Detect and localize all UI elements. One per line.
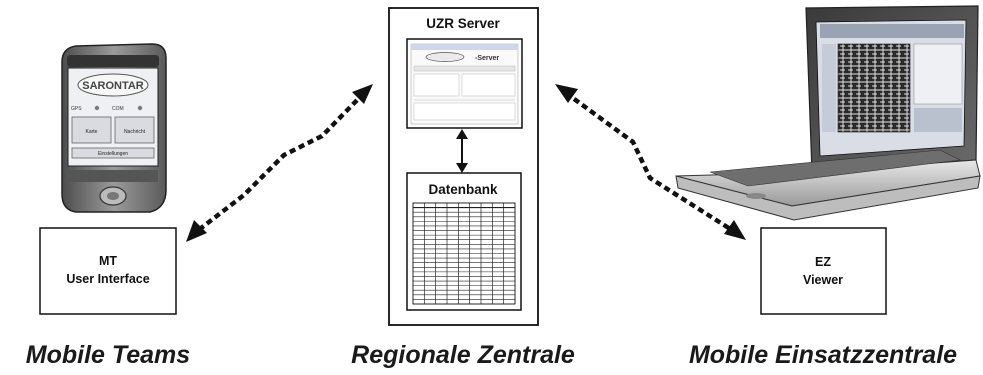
laptop-touchpad bbox=[746, 193, 766, 199]
server-screen-panel-left bbox=[413, 73, 460, 97]
pda-key-row bbox=[68, 170, 158, 182]
laptop-keyboard bbox=[709, 149, 962, 187]
server-db-arrow-up bbox=[456, 129, 468, 139]
server-title: UZR Server bbox=[426, 16, 500, 31]
laptop-map-view bbox=[837, 43, 911, 133]
connector-right-line bbox=[564, 91, 737, 234]
connector-left-head-bottom bbox=[186, 220, 207, 242]
pda-button-map-label: Karte bbox=[86, 129, 98, 135]
server-screen-toolbar bbox=[413, 65, 516, 72]
section-label-mobile-einsatzzentrale: Mobile Einsatzzentrale bbox=[689, 341, 957, 369]
section-label-mobile-teams: Mobile Teams bbox=[26, 341, 190, 369]
ez-box-line2: Viewer bbox=[803, 273, 843, 287]
ez-box-line1: EZ bbox=[815, 255, 831, 269]
connector-right-head-top bbox=[555, 84, 578, 103]
pda-button-message[interactable] bbox=[114, 116, 155, 144]
laptop-base-edge bbox=[675, 175, 981, 221]
database-grid bbox=[412, 202, 516, 305]
ez-box-frame bbox=[760, 227, 887, 315]
connector-left-line bbox=[194, 91, 366, 234]
server-screen-content bbox=[413, 102, 516, 121]
pda-device: SARONTAR GPS COM Karte Nachricht Einstel… bbox=[61, 43, 167, 213]
connector-right bbox=[555, 84, 746, 240]
laptop-info-panel bbox=[914, 108, 962, 132]
pda-button-settings-label: Einstellungen bbox=[98, 151, 128, 157]
mt-box: MT User Interface bbox=[39, 227, 177, 315]
pda-button-map[interactable] bbox=[71, 116, 112, 144]
pda-button-message-label: Nachricht bbox=[124, 129, 146, 135]
server-screen-panel-right bbox=[461, 73, 516, 97]
pda-nav-center bbox=[107, 192, 119, 200]
connector-right-head-bottom bbox=[724, 220, 746, 240]
mt-box-line1: MT bbox=[99, 254, 117, 268]
pda-status-led-left bbox=[94, 105, 100, 111]
connector-left-head-top bbox=[352, 84, 373, 104]
database-title: Datenbank bbox=[428, 182, 498, 197]
pda-status-label-right: COM bbox=[112, 106, 124, 112]
server-screen-header bbox=[411, 44, 518, 50]
ez-box: EZ Viewer bbox=[760, 227, 887, 315]
server-db-arrow-down bbox=[456, 163, 468, 173]
pda-status-label-left: GPS bbox=[71, 106, 82, 112]
pda-button-settings[interactable] bbox=[71, 147, 155, 159]
pda-logo-text: SARONTAR bbox=[82, 80, 144, 92]
server-screen-banner: -Server bbox=[475, 55, 499, 62]
pda-status-led-right bbox=[137, 105, 143, 111]
pda-logo-badge bbox=[77, 73, 149, 97]
laptop-tool-panel bbox=[822, 44, 836, 132]
pda-status-bar bbox=[67, 55, 159, 67]
mt-box-line2: User Interface bbox=[66, 272, 149, 286]
section-label-regionale-zentrale: Regionale Zentrale bbox=[351, 341, 575, 369]
server-column: UZR Server -Server Datenbank bbox=[388, 7, 539, 326]
laptop-side-panel bbox=[913, 43, 963, 105]
mt-box-frame bbox=[39, 227, 177, 315]
laptop-screen-header bbox=[820, 24, 964, 38]
connector-left bbox=[186, 84, 373, 242]
laptop bbox=[675, 5, 981, 221]
server-screen-logo bbox=[425, 52, 465, 62]
